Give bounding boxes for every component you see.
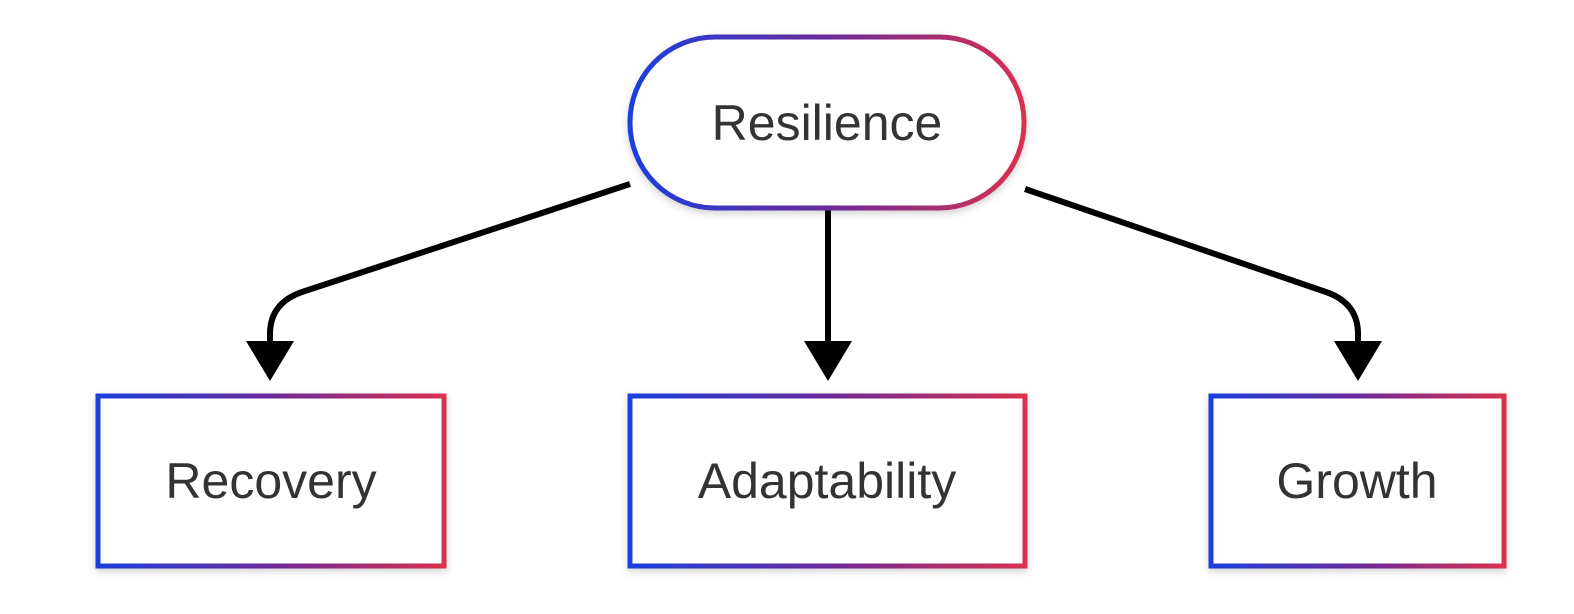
node-resilience: Resilience: [627, 34, 1027, 211]
node-adaptability-label: Adaptability: [698, 453, 957, 509]
node-adaptability-shape: [627, 393, 1028, 569]
arrowhead-adaptability: [804, 341, 852, 381]
node-recovery-label: Recovery: [165, 453, 376, 509]
connectors: [246, 181, 1382, 381]
arrowhead-recovery: [246, 341, 294, 381]
connector-resilience-recovery: [267, 181, 631, 345]
connector-resilience-growth: [1024, 186, 1361, 345]
node-adaptability: Adaptability: [627, 393, 1028, 569]
node-growth-label: Growth: [1276, 453, 1437, 509]
node-resilience-shape: [627, 34, 1027, 211]
node-growth: Growth: [1208, 393, 1507, 569]
node-growth-shape: [1208, 393, 1507, 569]
node-recovery: Recovery: [95, 393, 447, 569]
arrowhead-growth: [1334, 341, 1382, 381]
node-recovery-shape: [95, 393, 447, 569]
node-resilience-label: Resilience: [712, 95, 943, 151]
